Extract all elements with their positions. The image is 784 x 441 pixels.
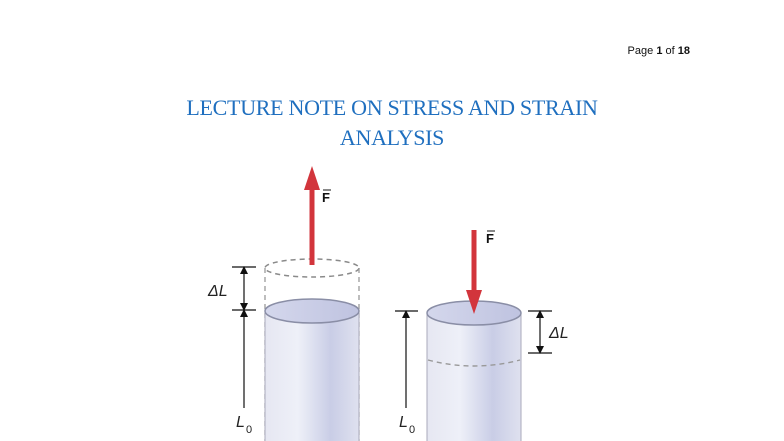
page-title: LECTURE NOTE ON STRESS AND STRAIN ANALYS… — [0, 93, 784, 153]
title-line-2: ANALYSIS — [339, 125, 445, 150]
length-subscript-tension: 0 — [246, 424, 252, 436]
page-of: of — [665, 45, 675, 57]
delta-label-tension: ΔL — [207, 283, 228, 300]
force-label-compression: F — [486, 231, 494, 246]
length-subscript-compression: 0 — [409, 424, 415, 436]
page-label: Page — [627, 45, 654, 57]
page-total: 18 — [677, 45, 690, 57]
force-arrow-up-icon — [304, 166, 320, 265]
length-label-tension: L — [236, 414, 245, 431]
length-label-compression: L — [399, 414, 408, 431]
title-line-1: LECTURE NOTE ON STRESS AND STRAIN — [186, 95, 598, 120]
delta-length-dimension — [232, 266, 256, 408]
delta-label-compression: ΔL — [548, 325, 569, 342]
page-number: Page 1 of 18 — [628, 45, 690, 57]
force-arrow-down-icon — [466, 230, 482, 314]
tension-cylinder — [232, 166, 360, 441]
compression-cylinder — [395, 230, 552, 441]
force-label-tension: F — [322, 190, 330, 205]
length-dimension — [395, 310, 552, 408]
page-current: 1 — [656, 45, 663, 57]
